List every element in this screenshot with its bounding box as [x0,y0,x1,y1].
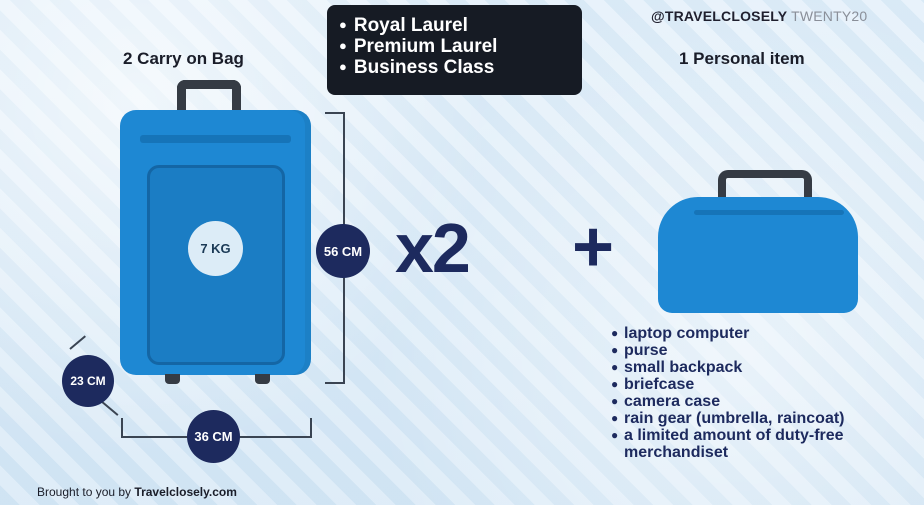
list-item: laptop computer [611,325,924,342]
footer-prefix: Brought to you by [37,485,132,499]
height-dimension-tick-top [325,112,345,114]
list-item: purse [611,342,924,359]
footer-credit: Brought to you by Travelclosely.com [37,485,237,499]
suitcase-wheel-left [165,374,180,384]
multiplier-label: x2 [395,209,471,287]
height-dimension-tick-bottom [325,382,345,384]
width-dimension-tick-left [121,418,123,438]
travel-class-item: Premium Laurel [339,36,582,57]
list-item: a limited amount of duty-free merchandis… [611,427,924,461]
width-badge: 36 CM [187,410,240,463]
footer-brand-link[interactable]: Travelclosely.com [134,485,237,499]
list-item: briefcase [611,376,924,393]
personal-bag-icon [658,197,858,313]
brand-handle-suffix: TWENTY20 [791,8,868,24]
carry-on-title: 2 Carry on Bag [123,49,244,68]
brand-handle: @TRAVELCLOSELY TWENTY20 [651,8,867,24]
bag-slot [694,210,844,215]
suitcase-handle-icon [177,80,241,120]
suitcase-slot [140,135,291,143]
suitcase-wheel-right [255,374,270,384]
weight-badge: 7 KG [188,221,243,276]
brand-handle-name: @TRAVELCLOSELY [651,8,787,24]
travel-class-box: Royal Laurel Premium Laurel Business Cla… [327,5,582,95]
height-badge: 56 CM [316,224,370,278]
travel-class-item: Royal Laurel [339,15,582,36]
bag-handle-icon [718,170,812,214]
travel-class-list: Royal Laurel Premium Laurel Business Cla… [339,15,582,78]
travel-class-item: Business Class [339,57,582,78]
personal-item-title: 1 Personal item [679,49,805,68]
list-item: rain gear (umbrella, raincoat) [611,410,924,427]
list-item: small backpack [611,359,924,376]
list-item: camera case [611,393,924,410]
width-dimension-tick-right [310,418,312,438]
personal-item-list: laptop computer purse small backpack bri… [611,325,924,461]
plus-sign: + [572,207,615,287]
depth-badge: 23 CM [62,355,114,407]
